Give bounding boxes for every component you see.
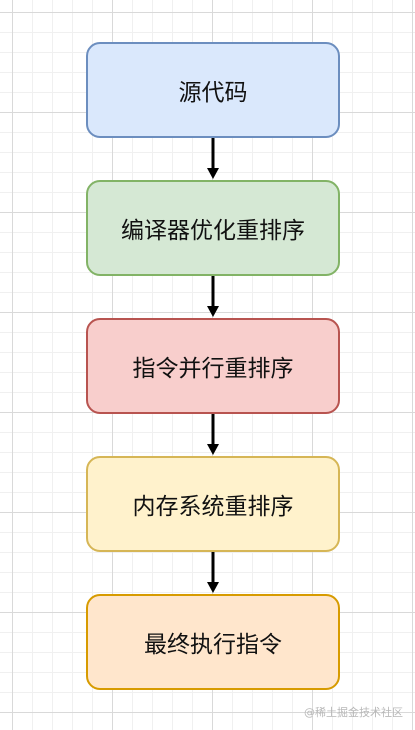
arrow-3 xyxy=(207,414,219,455)
node-label: 最终执行指令 xyxy=(144,632,282,658)
node-compiler-reorder[interactable]: 编译器优化重排序 xyxy=(86,180,340,276)
node-source-code[interactable]: 源代码 xyxy=(86,42,340,138)
arrow-1 xyxy=(207,138,219,179)
node-label: 指令并行重排序 xyxy=(132,356,294,382)
arrow-4 xyxy=(207,552,219,593)
node-memory-system-reorder[interactable]: 内存系统重排序 xyxy=(86,456,340,552)
node-final-execution[interactable]: 最终执行指令 xyxy=(86,594,340,690)
watermark-text: @稀土掘金技术社区 xyxy=(304,706,403,719)
node-label: 编译器优化重排序 xyxy=(121,218,305,244)
arrow-2 xyxy=(207,276,219,317)
node-label: 源代码 xyxy=(178,80,248,106)
node-label: 内存系统重排序 xyxy=(132,494,294,520)
node-instruction-parallel-reorder[interactable]: 指令并行重排序 xyxy=(86,318,340,414)
